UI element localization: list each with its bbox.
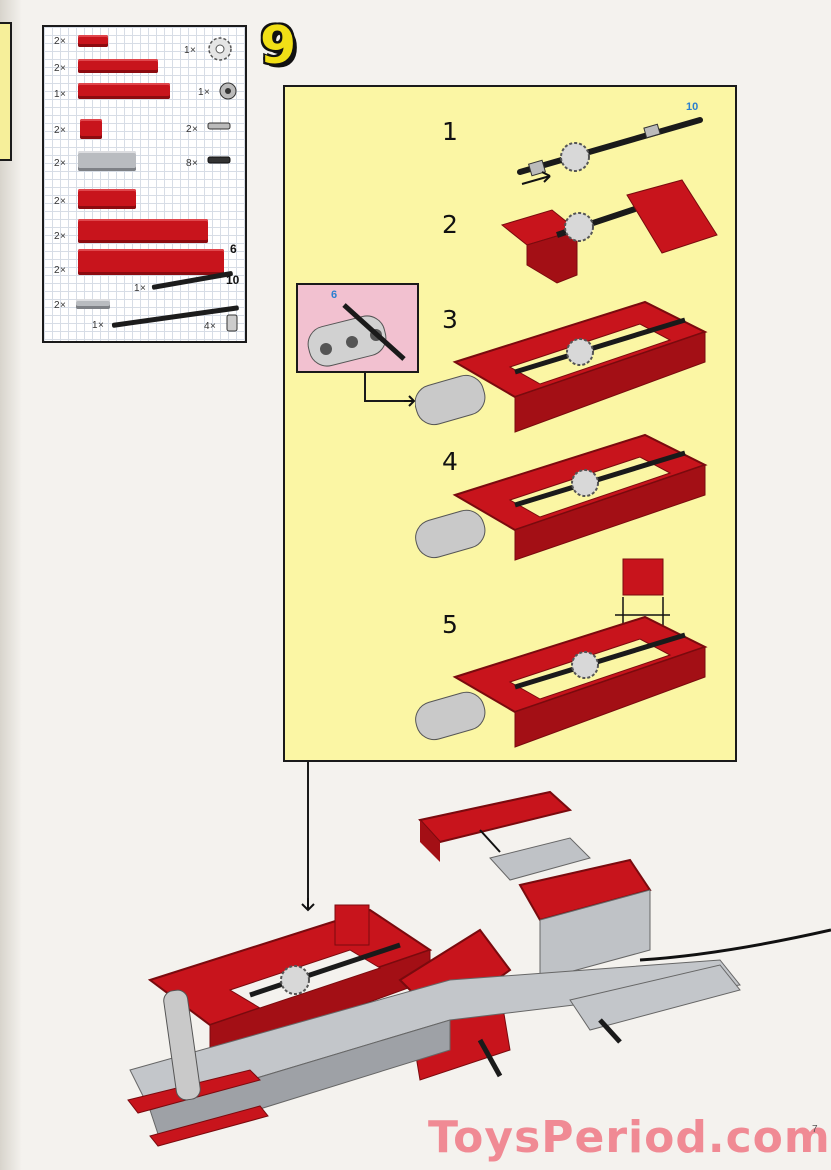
- assembly-arrow-line: [307, 762, 309, 902]
- red-brick-1x4: [78, 189, 136, 209]
- axle-10: [111, 305, 240, 328]
- substep-5-illustration: [415, 558, 708, 748]
- connector-pin-icon: [207, 156, 231, 164]
- substep-3-label: 3: [442, 305, 458, 334]
- part-qty: 2×: [54, 158, 67, 169]
- substep-4-illustration: [415, 433, 708, 561]
- half-bush-icon: [226, 314, 238, 332]
- substep-1-label: 1: [442, 117, 458, 146]
- red-brick-1x12: [78, 249, 224, 275]
- part-qty: 2×: [54, 300, 67, 311]
- substeps-panel: 1 2 3 4 5 10: [283, 85, 737, 762]
- gear-icon: [208, 37, 232, 61]
- pin-icon: [207, 122, 231, 130]
- part-qty: 1×: [54, 89, 67, 100]
- part-qty: 4×: [204, 321, 217, 332]
- red-brick-1x10: [78, 219, 208, 243]
- page-spine: [0, 0, 22, 1170]
- axle-length-label: 10: [686, 101, 699, 113]
- substep-2-illustration: [500, 179, 718, 284]
- substep-3-illustration: [415, 300, 708, 433]
- red-brick-1x8: [78, 83, 170, 99]
- substep-5-label: 5: [442, 610, 458, 639]
- arrow-down-icon: [301, 898, 315, 912]
- part-qty: 2×: [54, 36, 67, 47]
- part-qty: 1×: [184, 45, 197, 56]
- substep-2-label: 2: [442, 210, 458, 239]
- watermark: ToysPeriod.com: [428, 1112, 831, 1163]
- bush-icon: [219, 82, 237, 100]
- step-number: 9: [260, 16, 297, 76]
- substep-4-label: 4: [442, 447, 458, 476]
- axle-length-6: 6: [230, 242, 237, 256]
- red-brick-1x1: [80, 119, 102, 139]
- part-qty: 2×: [54, 63, 67, 74]
- part-qty: 2×: [54, 265, 67, 276]
- grey-plate: [76, 299, 110, 309]
- previous-page-tab: [0, 22, 12, 161]
- callout-connector: [364, 372, 366, 402]
- callout-detail: 6: [296, 283, 419, 373]
- grey-brick-1x4: [78, 151, 136, 171]
- arrow-right-icon: [404, 395, 416, 407]
- red-brick-1x2: [78, 35, 108, 47]
- part-qty: 8×: [186, 158, 199, 169]
- substep-1-illustration: [517, 117, 703, 185]
- red-brick-1x6: [78, 59, 158, 73]
- main-assembly-illustration: [127, 790, 831, 1147]
- part-qty: 2×: [54, 231, 67, 242]
- part-qty: 2×: [186, 124, 199, 135]
- page-number: 7: [812, 1124, 818, 1135]
- callout-illustration: [307, 303, 406, 367]
- callout-connector: [364, 400, 410, 402]
- parts-list: 2× 2× 1× 2× 2× 2× 2× 2× 2× 1× 1× 1× 2× 8…: [42, 25, 247, 343]
- callout-axle-length: 6: [331, 289, 338, 301]
- part-qty: 2×: [54, 196, 67, 207]
- part-qty: 1×: [92, 320, 105, 331]
- part-qty: 1×: [134, 283, 147, 294]
- axle-length-10: 10: [226, 273, 240, 287]
- part-qty: 1×: [198, 87, 211, 98]
- part-qty: 2×: [54, 125, 67, 136]
